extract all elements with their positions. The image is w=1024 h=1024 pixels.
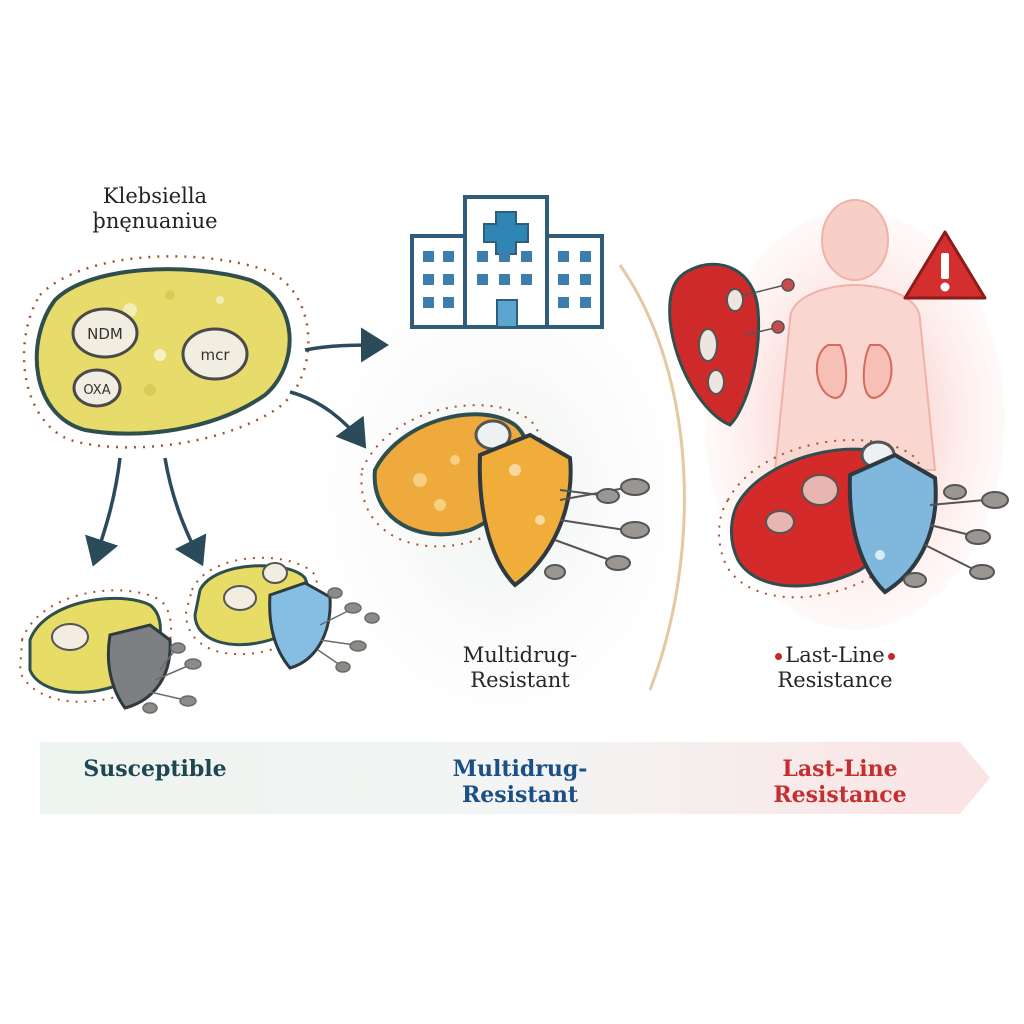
gene-oxa-plasmid: OXA bbox=[72, 368, 122, 408]
lastline-stage-label-line1: Last-Line bbox=[735, 643, 935, 668]
arrow-icon bbox=[85, 457, 122, 567]
gene-label-ndm: NDM bbox=[87, 325, 123, 343]
gene-ndm-plasmid: NDM bbox=[71, 307, 139, 359]
shield-icon bbox=[268, 581, 332, 670]
lastline-cell-main bbox=[718, 439, 1009, 599]
organism-title: Klebsiella þnęnuaniue bbox=[70, 184, 240, 234]
gene-label-mcr: mcr bbox=[200, 346, 230, 364]
susceptible-cell-gray-shield bbox=[18, 589, 202, 714]
mdr-stage-label: Multidrug- Resistant bbox=[410, 643, 630, 693]
mdr-stage-label-line2: Resistant bbox=[470, 667, 570, 692]
hospital-icon bbox=[410, 195, 604, 329]
bar-label-multidrug: Multidrug- Resistant bbox=[410, 756, 630, 809]
organism-title-line2: þnęnuaniue bbox=[92, 208, 218, 233]
bar-label-lastline: Last-Line Resistance bbox=[740, 756, 940, 809]
mdr-cell bbox=[360, 404, 650, 588]
organism-title-line1: Klebsiella bbox=[102, 184, 208, 208]
stage-divider-arc bbox=[618, 264, 686, 691]
resistance-progress-bar bbox=[40, 742, 990, 814]
lastline-stage-label-line2: Resistance bbox=[777, 667, 893, 692]
gene-label-oxa: OXA bbox=[83, 383, 110, 398]
mdr-stage-label-line1: Multidrug- bbox=[462, 643, 578, 667]
lastline-stage-label: Last-Line Resistance bbox=[735, 643, 935, 693]
warning-triangle-icon bbox=[903, 230, 987, 300]
shield-icon bbox=[847, 452, 938, 595]
susceptible-cell-blue-shield bbox=[184, 556, 380, 673]
lastline-stage-label-text1: Last-Line bbox=[785, 643, 885, 667]
gene-mcr-plasmid: mcr bbox=[181, 327, 249, 381]
shield-icon bbox=[477, 432, 573, 588]
lastline-cell-top bbox=[668, 262, 795, 427]
shield-icon bbox=[106, 623, 172, 710]
bar-label-multidrug-line1: Multidrug- bbox=[452, 756, 588, 782]
arrow-icon bbox=[304, 327, 389, 363]
arrow-icon bbox=[289, 390, 367, 449]
bar-label-lastline-line1: Last-Line bbox=[782, 756, 898, 782]
arrow-icon bbox=[163, 457, 207, 567]
bar-label-multidrug-line2: Resistant bbox=[462, 781, 578, 808]
red-dot-icon bbox=[887, 653, 895, 660]
klebsiella-main-cell bbox=[22, 255, 310, 449]
red-dot-icon bbox=[775, 653, 783, 660]
bar-label-lastline-line2: Resistance bbox=[773, 781, 907, 808]
bar-label-susceptible: Susceptible bbox=[83, 756, 227, 782]
